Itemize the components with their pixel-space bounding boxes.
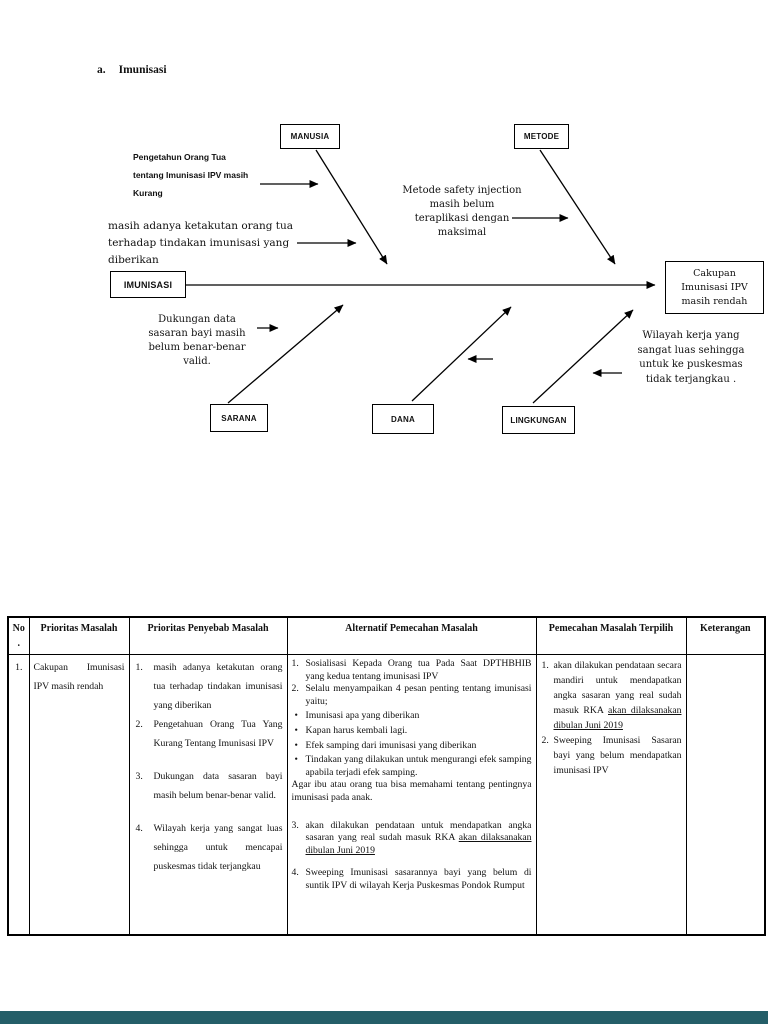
cause-dukungan-data: Dukungan data sasaran bayi masih belum b… — [148, 314, 246, 367]
list-item: 1. masih adanya ketakutan orang tua terh… — [135, 662, 283, 711]
section-title: Imunisasi — [118, 64, 167, 76]
list-item: 1. Sosialisasi Kepada Orang tua Pada Saa… — [291, 658, 532, 682]
category-box-manusia: MANUSIA — [280, 124, 340, 149]
cause-metode-safety: Metode safety injection masih belum tera… — [402, 185, 522, 238]
section-heading: a. Imunisasi — [97, 64, 167, 76]
cell-penyebab: 1. masih adanya ketakutan orang tua terh… — [128, 654, 288, 936]
bullet-item: • Imunisasi apa yang diberikan — [294, 710, 420, 722]
bullet-item: • Tindakan yang dilakukan untuk menguran… — [294, 754, 532, 778]
bullet-item: • Kapan harus kembali lagi. — [294, 724, 408, 736]
header-alternatif: Alternatif Pemecahan Masalah — [286, 616, 537, 655]
fishbone-diagram — [185, 149, 656, 404]
underlined-text: akan dilaksanakan dibulan Juni 2019 — [553, 705, 682, 731]
category-label: MANUSIA — [290, 132, 330, 141]
underlined-text: akan dilaksanakan dibulan Juni 2019 — [305, 832, 532, 856]
cell-alternatif: 1. Sosialisasi Kepada Orang tua Pada Saa… — [286, 654, 537, 936]
category-box-metode: METODE — [514, 124, 569, 149]
list-item: 3. Dukungan data sasaran bayi masih belu… — [135, 771, 283, 801]
effect-box: Cakupan Imunisasi IPV masih rendah — [665, 261, 764, 314]
table-row: 1. Cakupan Imunisasi IPV masih rendah 1.… — [7, 654, 766, 936]
header-no: No . — [7, 616, 30, 655]
category-box-imunisasi: IMUNISASI — [110, 271, 186, 298]
cell-terpilih: 1. akan dilakukan pendataan secara mandi… — [535, 654, 687, 936]
category-box-sarana: SARANA — [210, 404, 268, 432]
manusia-bone — [315, 149, 388, 265]
category-label: LINGKUNGAN — [510, 415, 567, 425]
header-keterangan: Keterangan — [685, 616, 766, 655]
table-header-row: No . Prioritas Masalah Prioritas Penyeba… — [7, 616, 766, 655]
cause-ketakutan: masih adanya ketakutan orang tua terhada… — [108, 220, 294, 266]
viewer-footer-bar — [0, 1011, 768, 1024]
problem-solution-table: No . Prioritas Masalah Prioritas Penyeba… — [7, 616, 766, 936]
cause-pengetahuan: Pengetahun Orang Tua tentang Imunisasi I… — [133, 152, 249, 198]
list-item: 2. Sweeping Imunisasi Sasaran bayi yang … — [541, 735, 682, 776]
category-box-lingkungan: LINGKUNGAN — [502, 406, 575, 434]
category-label: METODE — [523, 132, 560, 141]
category-box-dana: DANA — [372, 404, 434, 434]
header-terpilih: Pemecahan Masalah Terpilih — [535, 616, 687, 655]
metode-bone — [539, 149, 616, 265]
note-text: Agar ibu atau orang tua bisa memahami te… — [291, 779, 532, 803]
list-item: 3. akan dilakukan pendataan untuk mendap… — [291, 819, 532, 856]
sarana-bone — [227, 304, 344, 404]
list-item: 4. Sweeping Imunisasi sasarannya bayi ya… — [291, 867, 532, 891]
cause-wilayah-kerja: Wilayah kerja yang sangat luas sehingga … — [637, 330, 745, 385]
list-item: 2. Pengetahuan Orang Tua Yang Kurang Ten… — [135, 719, 283, 749]
cell-keterangan — [685, 654, 766, 936]
bullet-item: • Efek samping dari imunisasi yang diber… — [294, 739, 477, 751]
list-item: 1. akan dilakukan pendataan secara mandi… — [541, 660, 682, 731]
cell-prioritas-masalah: Cakupan Imunisasi IPV masih rendah — [28, 654, 130, 936]
dana-bone — [411, 306, 512, 402]
lingkungan-bone — [532, 309, 634, 404]
category-label: IMUNISASI — [123, 279, 173, 290]
category-label: DANA — [391, 414, 415, 424]
list-item: 2. Selalu menyampaikan 4 pesan penting t… — [291, 683, 532, 707]
section-letter: a. — [97, 64, 106, 76]
cell-no: 1. — [7, 654, 30, 936]
header-penyebab: Prioritas Penyebab Masalah — [128, 616, 288, 655]
list-item: 4. Wilayah kerja yang sangat luas sehing… — [135, 823, 283, 872]
category-label: SARANA — [221, 413, 257, 423]
header-prioritas-masalah: Prioritas Masalah — [28, 616, 130, 655]
